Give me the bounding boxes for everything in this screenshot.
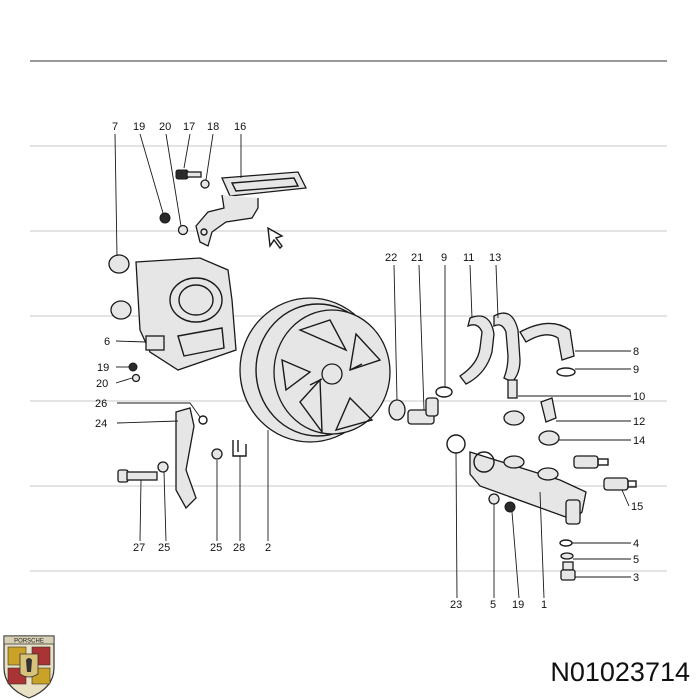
hose-clamp-part: [435, 386, 453, 398]
callout-label: 3: [633, 572, 639, 584]
callout-label: 20: [96, 378, 108, 390]
callout-label: 28: [233, 542, 245, 554]
callout-label: 10: [633, 391, 645, 403]
nut-part: [128, 362, 138, 372]
callout-label: 11: [463, 252, 474, 264]
bracket-part: [195, 171, 308, 247]
logo-text: PORSCHE: [14, 639, 44, 645]
callout-label: 5: [633, 554, 639, 566]
cursor-icon: [267, 226, 284, 250]
callout-label: 19: [97, 362, 109, 374]
callout-label: 14: [633, 435, 645, 447]
part-number: N01023714: [550, 657, 690, 687]
callout-label: 15: [631, 501, 643, 513]
hose-part: [459, 315, 495, 385]
clip-part: [232, 440, 247, 457]
hose-part: [519, 322, 575, 361]
callout-label: 19: [512, 599, 524, 611]
hose-clamp-part: [556, 367, 576, 377]
elbow-fitting-part: [407, 397, 439, 425]
callout-label: 4: [633, 538, 639, 550]
seal-part: [538, 430, 560, 446]
leader-lines: [114, 133, 631, 599]
washer-part: [488, 493, 500, 505]
callout-label: 1: [541, 599, 547, 611]
fitting-part: [507, 379, 518, 399]
nut-part: [157, 461, 169, 473]
switch-part: [603, 477, 637, 491]
master-cylinder-part: [469, 451, 587, 525]
seal-part: [503, 410, 525, 426]
brake-booster-part: [239, 297, 391, 443]
callout-label: 20: [159, 121, 171, 133]
washer-part: [200, 179, 210, 189]
callout-label: 23: [450, 599, 462, 611]
callout-label: 19: [133, 121, 145, 133]
switch-part: [573, 455, 609, 469]
callout-label: 13: [489, 252, 501, 264]
bolt-part: [560, 561, 576, 581]
clip-part: [198, 415, 208, 425]
pedal-lever-part: [175, 407, 197, 510]
bolt-part: [117, 469, 158, 483]
callout-label: 9: [633, 364, 639, 376]
callout-label: 8: [633, 346, 639, 358]
callout-label: 26: [95, 398, 107, 410]
callout-label: 24: [95, 418, 107, 430]
nut-part: [504, 501, 516, 513]
seal-part: [388, 399, 406, 421]
callout-label: 12: [633, 416, 645, 428]
screw-part: [175, 169, 202, 180]
callout-label: 18: [207, 121, 219, 133]
callout-label: 17: [183, 121, 195, 133]
callout-label: 9: [441, 252, 447, 264]
nut-part: [211, 448, 223, 460]
washer-part: [560, 552, 574, 560]
callout-label: 7: [112, 121, 118, 133]
callout-label: 25: [210, 542, 222, 554]
callout-label: 2: [265, 542, 271, 554]
callout-label: 22: [385, 252, 397, 264]
callout-label: 27: [133, 542, 145, 554]
callout-label: 6: [104, 336, 110, 348]
washer-part: [131, 373, 141, 383]
washer-part: [559, 539, 573, 547]
washer-part: [177, 224, 189, 236]
fitting-part: [540, 397, 557, 423]
porsche-crest-logo: PORSCHE: [3, 635, 55, 699]
hose-part: [493, 312, 521, 383]
callout-label: 21: [411, 252, 423, 264]
callout-label: 5: [490, 599, 496, 611]
callout-label: 25: [158, 542, 170, 554]
nut-part: [159, 212, 171, 224]
pedal-housing-part: [108, 254, 237, 371]
seal-ring-part: [446, 434, 466, 454]
callout-label: 16: [234, 121, 246, 133]
